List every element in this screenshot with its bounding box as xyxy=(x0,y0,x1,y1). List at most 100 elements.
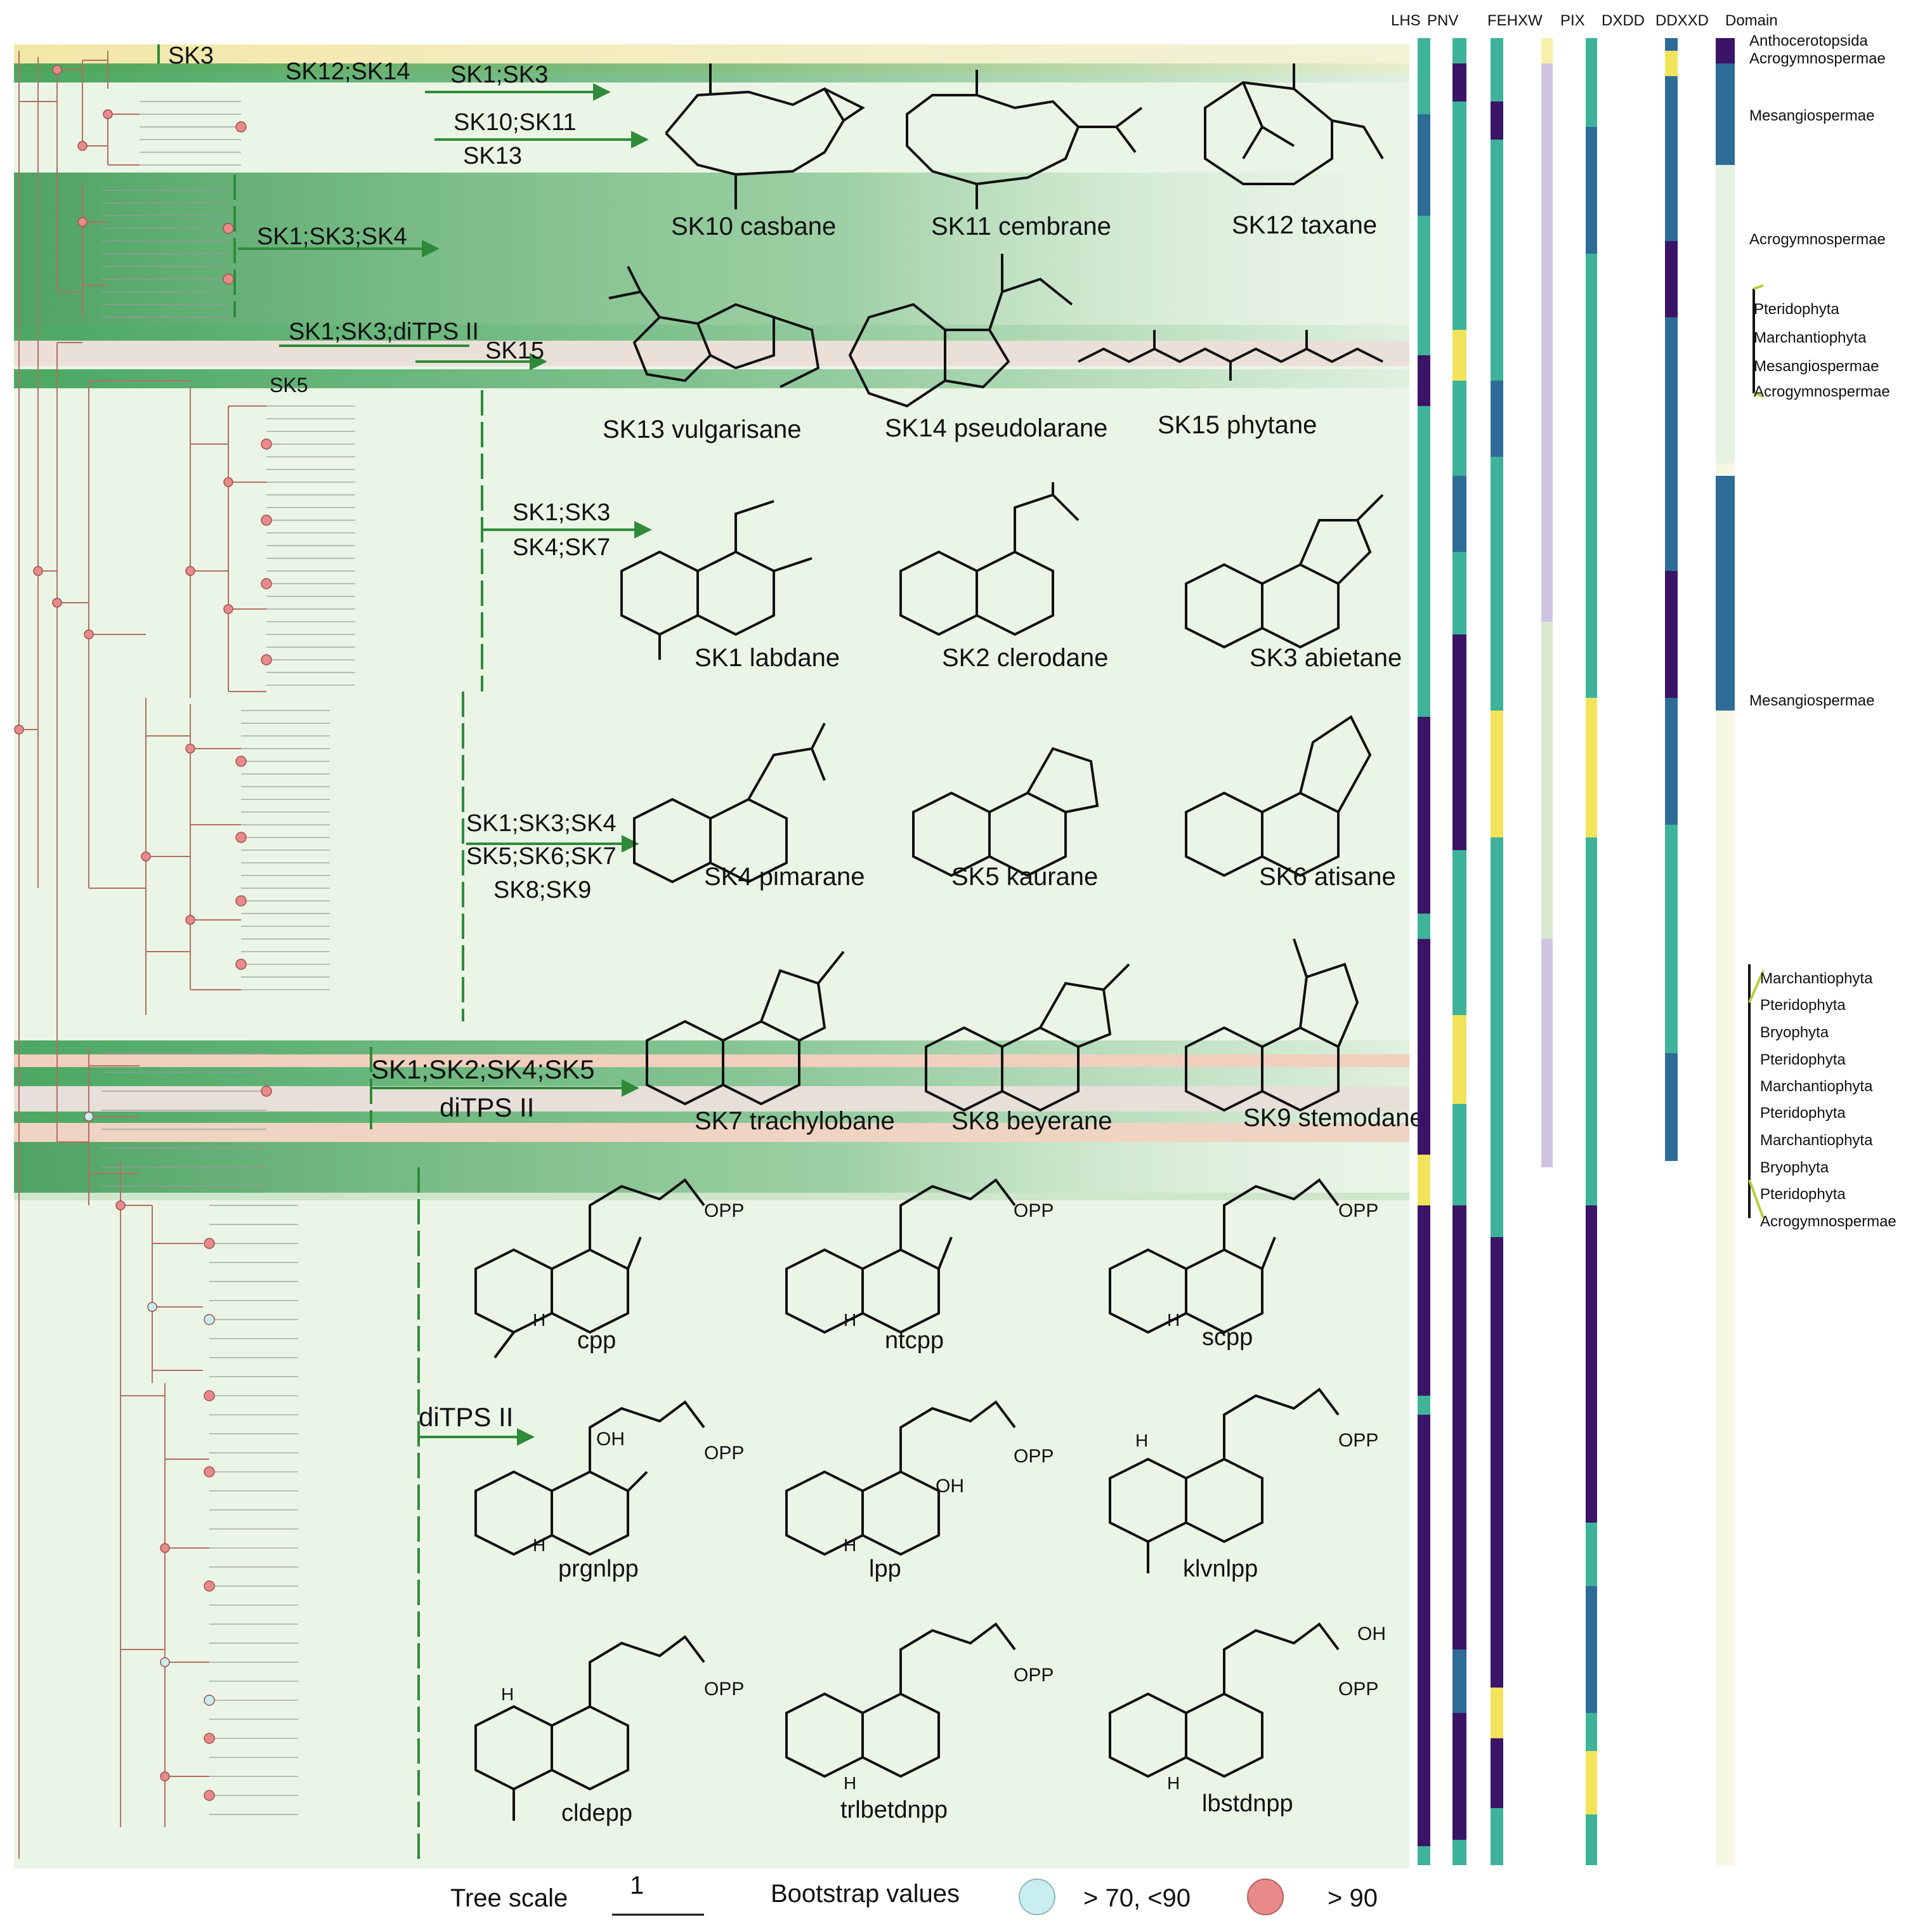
vulgarisane-structure xyxy=(608,266,820,388)
h-klvnlpp: H xyxy=(1135,1431,1148,1450)
opp-cpp: OPP xyxy=(704,1200,744,1221)
domain-acrogymnospermae-top: Acrogymnospermae xyxy=(1749,50,1886,67)
domain-anthocerotopsida: Anthocerotopsida xyxy=(1749,32,1868,49)
domain-g2-9: Pteridophyta xyxy=(1760,1186,1846,1203)
bootstrap-mid-range: > 70, <90 xyxy=(1083,1884,1191,1912)
sk10-casbane-label: SK10 casbane xyxy=(671,213,836,240)
bootstrap-nodes xyxy=(14,65,272,1801)
label-sk5: SK5 xyxy=(270,374,308,397)
h-cldepp: H xyxy=(501,1684,514,1704)
label-sk1-sk2-sk4-sk5: SK1;SK2;SK4;SK5 xyxy=(371,1054,595,1084)
pseudolarane-structure xyxy=(848,254,1073,408)
col-header-domain: Domain xyxy=(1725,12,1778,29)
col-header-lhs: LHS xyxy=(1391,12,1421,29)
scpp-structure xyxy=(1109,1178,1340,1334)
h-scpp: H xyxy=(1167,1310,1180,1330)
h-cpp: H xyxy=(533,1310,545,1330)
domain-g2-6: Pteridophyta xyxy=(1760,1105,1846,1122)
legend: Tree scale 1 Bootstrap values > 70, <90 … xyxy=(450,1872,1378,1916)
stemodane-structure xyxy=(1185,938,1359,1112)
kaurane-structure xyxy=(912,747,1099,877)
highlight-band xyxy=(14,325,1409,341)
domain-g2-10: Acrogymnospermae xyxy=(1760,1213,1896,1230)
opp-lbstdnpp: OPP xyxy=(1338,1679,1378,1700)
highlight-band xyxy=(14,1123,1409,1142)
label-ditps-ii-bottom: diTPS II xyxy=(419,1402,513,1432)
tree-leaf-labels xyxy=(101,101,355,1815)
domain-g2-3: Bryophyta xyxy=(1760,1024,1829,1041)
highlight-band xyxy=(14,369,1409,388)
col-header-dxdd: DXDD xyxy=(1602,12,1645,29)
col-header-fehxw: FEHXW xyxy=(1487,12,1543,29)
highlight-band xyxy=(14,1040,1409,1054)
label-sk12-sk14: SK12;SK14 xyxy=(285,58,410,85)
cldepp-structure xyxy=(474,1635,705,1821)
bootstrap-mid-swatch xyxy=(1019,1879,1055,1915)
ntcpp-structure xyxy=(785,1178,1016,1334)
oh-lpp: OH xyxy=(936,1476,964,1497)
domain-g2-2: Pteridophyta xyxy=(1760,997,1846,1014)
bootstrap-high-swatch xyxy=(1247,1879,1284,1915)
opp-lpp: OPP xyxy=(1014,1446,1054,1467)
highlight-band xyxy=(14,1112,1409,1123)
bootstrap-high-range: > 90 xyxy=(1328,1884,1378,1912)
highlight-band xyxy=(14,1193,1409,1200)
casbane-structure xyxy=(665,63,865,209)
opp-prgnlpp: OPP xyxy=(704,1443,744,1464)
labdane-structure xyxy=(620,500,813,660)
lpp-label: lpp xyxy=(869,1556,901,1582)
ntcpp-label: ntcpp xyxy=(885,1327,944,1354)
label-sk3: SK3 xyxy=(168,43,214,69)
sk7-trachylobane-label: SK7 trachylobane xyxy=(695,1107,895,1135)
label-sk13: SK13 xyxy=(463,143,522,169)
lpp-structure xyxy=(785,1400,1016,1556)
klvnlpp-label: klvnlpp xyxy=(1183,1556,1258,1582)
domain-g1-pteridophyta: Pteridophyta xyxy=(1754,301,1839,318)
sk-annotations: SK3 SK12;SK14 SK1;SK3 SK10;SK11 SK13 SK1… xyxy=(168,43,652,1446)
opp-scpp: OPP xyxy=(1338,1200,1378,1221)
skeleton-structures xyxy=(474,63,1384,1821)
domain-g2-7: Marchantiophyta xyxy=(1760,1132,1873,1149)
domain-g2-8: Bryophyta xyxy=(1760,1159,1829,1176)
sk15-phytane-label: SK15 phytane xyxy=(1158,411,1317,439)
highlight-band xyxy=(14,1067,1409,1086)
skeleton-names: SK10 casbane SK11 cembrane SK12 taxane S… xyxy=(603,211,1424,1135)
domain-g2-5: Marchantiophyta xyxy=(1760,1078,1873,1095)
h-prgnlpp: H xyxy=(533,1535,545,1555)
tree-scale-label: Tree scale xyxy=(450,1884,568,1912)
pimarane-structure xyxy=(633,723,826,884)
h-trlbetdnpp: H xyxy=(844,1773,856,1793)
cpp-structure xyxy=(474,1178,705,1359)
motif-columns xyxy=(1418,38,1735,1865)
abietane-structure xyxy=(1185,494,1384,649)
domain-g1-acrogymnospermae: Acrogymnospermae xyxy=(1754,383,1890,400)
highlight-band xyxy=(14,173,1409,325)
domain-mesangiospermae-mid: Mesangiospermae xyxy=(1749,692,1874,709)
sk9-stemodane-label: SK9 stemodane xyxy=(1243,1104,1424,1132)
oh-prgnlpp: OH xyxy=(596,1429,625,1450)
opp-trlbetdnpp: OPP xyxy=(1014,1665,1054,1686)
cpp-label: cpp xyxy=(577,1327,616,1354)
sk4-pimarane-label: SK4 pimarane xyxy=(704,863,865,891)
h-ntcpp: H xyxy=(844,1310,856,1330)
sk14-pseudolarane-label: SK14 pseudolarane xyxy=(885,414,1107,442)
label-sk1-sk3-ditps: SK1;SK3;diTPS II xyxy=(289,318,479,345)
domain-g1-mesangiospermae: Mesangiospermae xyxy=(1754,358,1879,375)
domain-g2-4: Pteridophyta xyxy=(1760,1051,1846,1068)
trlbetdnpp-structure xyxy=(785,1622,1016,1778)
scpp-label: scpp xyxy=(1202,1324,1253,1351)
label-sk8-sk9: SK8;SK9 xyxy=(493,877,591,903)
domain-mesangiospermae-top: Mesangiospermae xyxy=(1749,107,1874,124)
lbstdnpp-structure xyxy=(1109,1622,1340,1778)
sk3-abietane-label: SK3 abietane xyxy=(1250,644,1402,672)
cembrane-structure xyxy=(906,70,1143,209)
col-header-pnv: PNV xyxy=(1427,12,1458,29)
opp-ntcpp: OPP xyxy=(1014,1200,1054,1221)
label-sk5-sk6-sk7: SK5;SK6;SK7 xyxy=(466,843,617,870)
prgnlpp-label: prgnlpp xyxy=(558,1556,639,1582)
label-sk1-sk3-top: SK1;SK3 xyxy=(450,62,548,88)
taxane-structure xyxy=(1204,63,1384,185)
lbstdnpp-label: lbstdnpp xyxy=(1202,1790,1293,1817)
col-header-ddxxd: DDXXD xyxy=(1655,12,1709,29)
